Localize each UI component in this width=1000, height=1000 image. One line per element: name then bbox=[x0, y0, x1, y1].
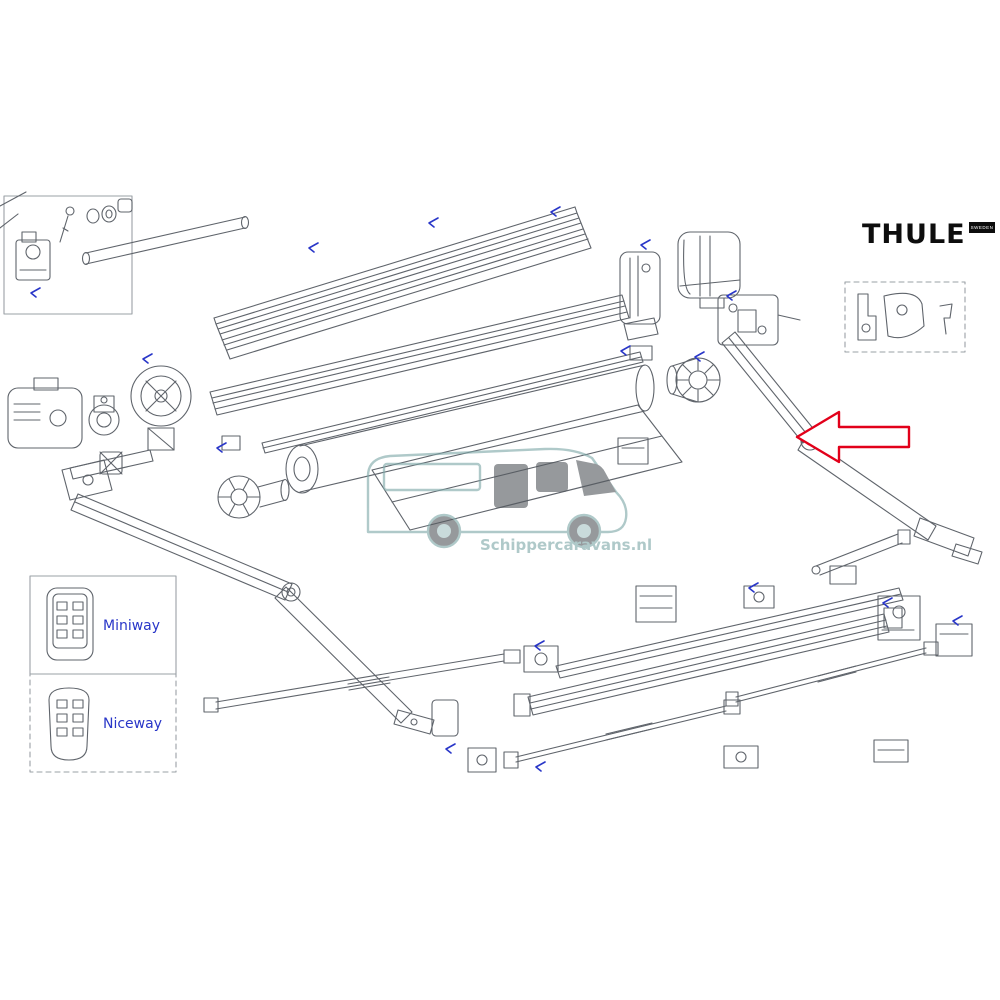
left-spring-arm bbox=[61, 449, 435, 735]
mounting-bracket bbox=[717, 294, 801, 346]
kit-box-top-left bbox=[0, 191, 250, 315]
watermark-text: Schippercaravans.nl bbox=[480, 536, 652, 554]
legend-label-miniway: Miniway bbox=[103, 618, 160, 634]
end-cap-inner bbox=[619, 251, 661, 361]
end-cap-outer bbox=[677, 231, 741, 309]
lead-strip-profile bbox=[261, 351, 644, 454]
remote-niceway bbox=[48, 687, 90, 761]
tension-rafter-right bbox=[725, 641, 939, 707]
spoked-end-cap bbox=[217, 475, 290, 519]
motor-housing bbox=[7, 377, 83, 449]
diagram-art: Schippercaravans.nl bbox=[0, 191, 983, 773]
hardware-kit-box bbox=[844, 281, 966, 353]
case-front-profile bbox=[213, 206, 592, 360]
remote-miniway bbox=[46, 587, 94, 661]
lead-rail-back bbox=[555, 587, 904, 679]
case-back-profile bbox=[209, 294, 630, 416]
lead-rail-front bbox=[513, 607, 903, 717]
right-spring-arm bbox=[721, 331, 983, 576]
watermark-caravan: Schippercaravans.nl bbox=[366, 447, 652, 554]
drive-plate bbox=[130, 365, 192, 451]
legend-label-niceway: Niceway bbox=[103, 716, 162, 732]
brand-logo-text: THULE bbox=[862, 219, 966, 250]
tension-rafter-left bbox=[503, 699, 741, 769]
square-clip bbox=[99, 435, 241, 475]
blue-indicator-marks bbox=[30, 206, 963, 772]
remote-legend-box: Miniway Niceway bbox=[29, 575, 177, 773]
left-rafter-arm bbox=[203, 649, 521, 737]
brand-logo-tag: SWEDEN bbox=[968, 222, 996, 233]
highlight-arrow bbox=[795, 410, 911, 464]
hub-wheel bbox=[666, 357, 721, 403]
gearbox bbox=[88, 395, 120, 436]
small-brackets bbox=[467, 437, 973, 773]
brand-logo: THULE SWEDEN bbox=[862, 219, 996, 250]
